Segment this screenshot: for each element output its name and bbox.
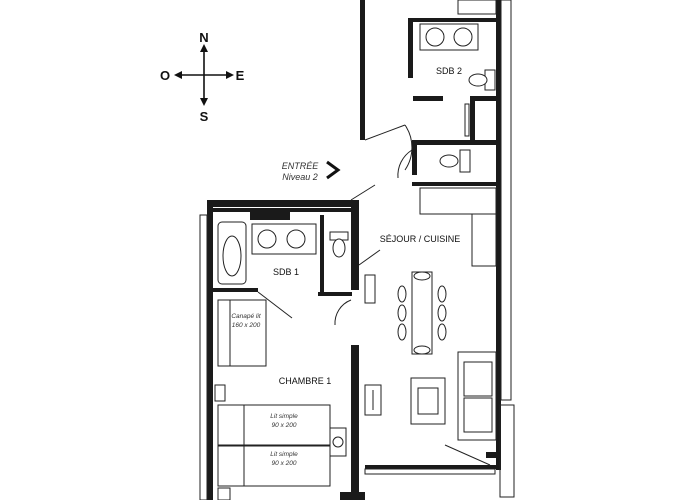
wall-upper-west bbox=[360, 0, 365, 140]
sdb1-closet-door bbox=[358, 249, 381, 266]
entrance: ENTRÉE Niveau 2 bbox=[282, 124, 413, 201]
single-bed-a-size: 90 x 200 bbox=[272, 422, 297, 429]
wall-sdb2-west bbox=[408, 18, 413, 78]
single-bed-a-pillow bbox=[217, 404, 245, 446]
balcony bbox=[499, 404, 515, 498]
compass-east-label: E bbox=[236, 68, 245, 83]
sejour: SÉJOUR / CUISINE bbox=[334, 234, 497, 466]
sink-1a bbox=[257, 229, 277, 249]
toilet-1-bowl bbox=[332, 238, 346, 258]
toilet-3-tank bbox=[459, 149, 471, 173]
radiator-2-sejour bbox=[364, 274, 376, 304]
single-bed-b-pillow bbox=[217, 445, 245, 487]
wall-sdb1-bottom-b bbox=[318, 292, 352, 296]
wall-sdb2-bottom-b bbox=[470, 96, 498, 101]
dining-chairs bbox=[397, 271, 447, 355]
bed-b-end bbox=[217, 487, 231, 500]
compass-north-label: N bbox=[199, 30, 208, 45]
chambre1: Canapé lit 160 x 200 CHAMBRE 1 Lit simpl… bbox=[214, 299, 365, 500]
wall-bedroom-top bbox=[207, 200, 357, 207]
room-label-sejour: SÉJOUR / CUISINE bbox=[380, 234, 461, 244]
sdb2-fixtures: SDB 2 bbox=[397, 0, 497, 267]
chair-w2 bbox=[397, 304, 407, 322]
sofa-bed-size: 160 x 200 bbox=[232, 322, 261, 329]
sofa-bed-back bbox=[217, 299, 231, 367]
wall-sejour-west bbox=[351, 200, 359, 290]
toilet-2-bowl bbox=[468, 73, 488, 87]
room-label-sdb2: SDB 2 bbox=[436, 66, 462, 76]
single-bed-b-size: 90 x 200 bbox=[272, 460, 297, 467]
wall-chambre-east bbox=[351, 345, 359, 500]
room-label-chambre1: CHAMBRE 1 bbox=[279, 376, 332, 386]
compass: N S E O bbox=[160, 30, 245, 124]
wall-sdb2-top bbox=[413, 18, 498, 22]
walls bbox=[199, 0, 515, 500]
compass-arrow-north bbox=[200, 44, 208, 52]
compass-south-label: S bbox=[200, 109, 209, 124]
entrance-level: Niveau 2 bbox=[282, 172, 318, 182]
bathtub-1-basin bbox=[222, 235, 242, 277]
sink-2a bbox=[425, 27, 445, 47]
wall-west bbox=[207, 200, 213, 500]
radiator-chambre bbox=[214, 384, 226, 402]
wall-closet bbox=[470, 100, 475, 140]
wall-wc2-top bbox=[412, 140, 498, 145]
chair-e3 bbox=[437, 323, 447, 341]
room-label-sdb1: SDB 1 bbox=[273, 267, 299, 277]
compass-arrow-west bbox=[174, 71, 182, 79]
toilet-3-bowl bbox=[439, 154, 459, 168]
compass-arrow-south bbox=[200, 98, 208, 106]
single-bed-a-label: Lit simple bbox=[270, 413, 298, 420]
wall-west-facade bbox=[199, 214, 208, 500]
wall-south bbox=[365, 465, 500, 469]
balcony-door-leaf bbox=[444, 444, 491, 466]
wall-sdb1-wc bbox=[320, 215, 324, 295]
wall-sdb1-bottom-a bbox=[213, 288, 258, 292]
entrance-chevron-icon bbox=[326, 160, 341, 180]
sink-1b bbox=[286, 229, 306, 249]
sdb1-fixtures: SDB 1 bbox=[217, 221, 349, 319]
entrance-label: ENTRÉE bbox=[282, 161, 320, 171]
wall-sdb1-header bbox=[250, 208, 290, 220]
dining-table bbox=[411, 271, 433, 355]
compass-arrow-east bbox=[226, 71, 234, 79]
sofa-cushion-2 bbox=[463, 397, 493, 433]
chambre-door-swing bbox=[334, 299, 352, 326]
single-bed-b-label: Lit simple bbox=[270, 451, 298, 458]
sdb1-door-leaf bbox=[257, 291, 293, 319]
chair-e1 bbox=[437, 285, 447, 303]
sink-2b bbox=[453, 27, 473, 47]
wall-sdb2-bottom-a bbox=[413, 96, 443, 101]
wall-chambre-south bbox=[340, 492, 365, 500]
radiator-2 bbox=[464, 103, 470, 137]
kitchen-upper-cabinets bbox=[419, 187, 497, 215]
wall-east-facade bbox=[500, 0, 512, 401]
chair-w3 bbox=[397, 323, 407, 341]
wall-wc2-west bbox=[412, 145, 417, 175]
chair-top bbox=[413, 271, 431, 281]
entry-door-leaf bbox=[364, 124, 406, 141]
entry-door-swing bbox=[404, 124, 413, 171]
chair-e2 bbox=[437, 304, 447, 322]
entry-door2-leaf bbox=[350, 184, 376, 201]
chair-bottom bbox=[413, 345, 431, 355]
wall-wc2-bottom bbox=[412, 182, 498, 186]
wall-south-sill bbox=[364, 468, 496, 475]
wc-door-swing bbox=[397, 149, 413, 179]
bathtub-2 bbox=[457, 0, 497, 15]
kitchen-counter bbox=[471, 213, 497, 267]
coffee-table-top bbox=[417, 387, 439, 415]
lamp-icon bbox=[332, 436, 344, 448]
sofa-bed-label: Canapé lit bbox=[231, 313, 261, 320]
compass-west-label: O bbox=[160, 68, 170, 83]
sofa-cushion-1 bbox=[463, 361, 493, 397]
wall-east bbox=[496, 0, 501, 470]
chair-w1 bbox=[397, 285, 407, 303]
wall-se-corner bbox=[486, 452, 500, 458]
